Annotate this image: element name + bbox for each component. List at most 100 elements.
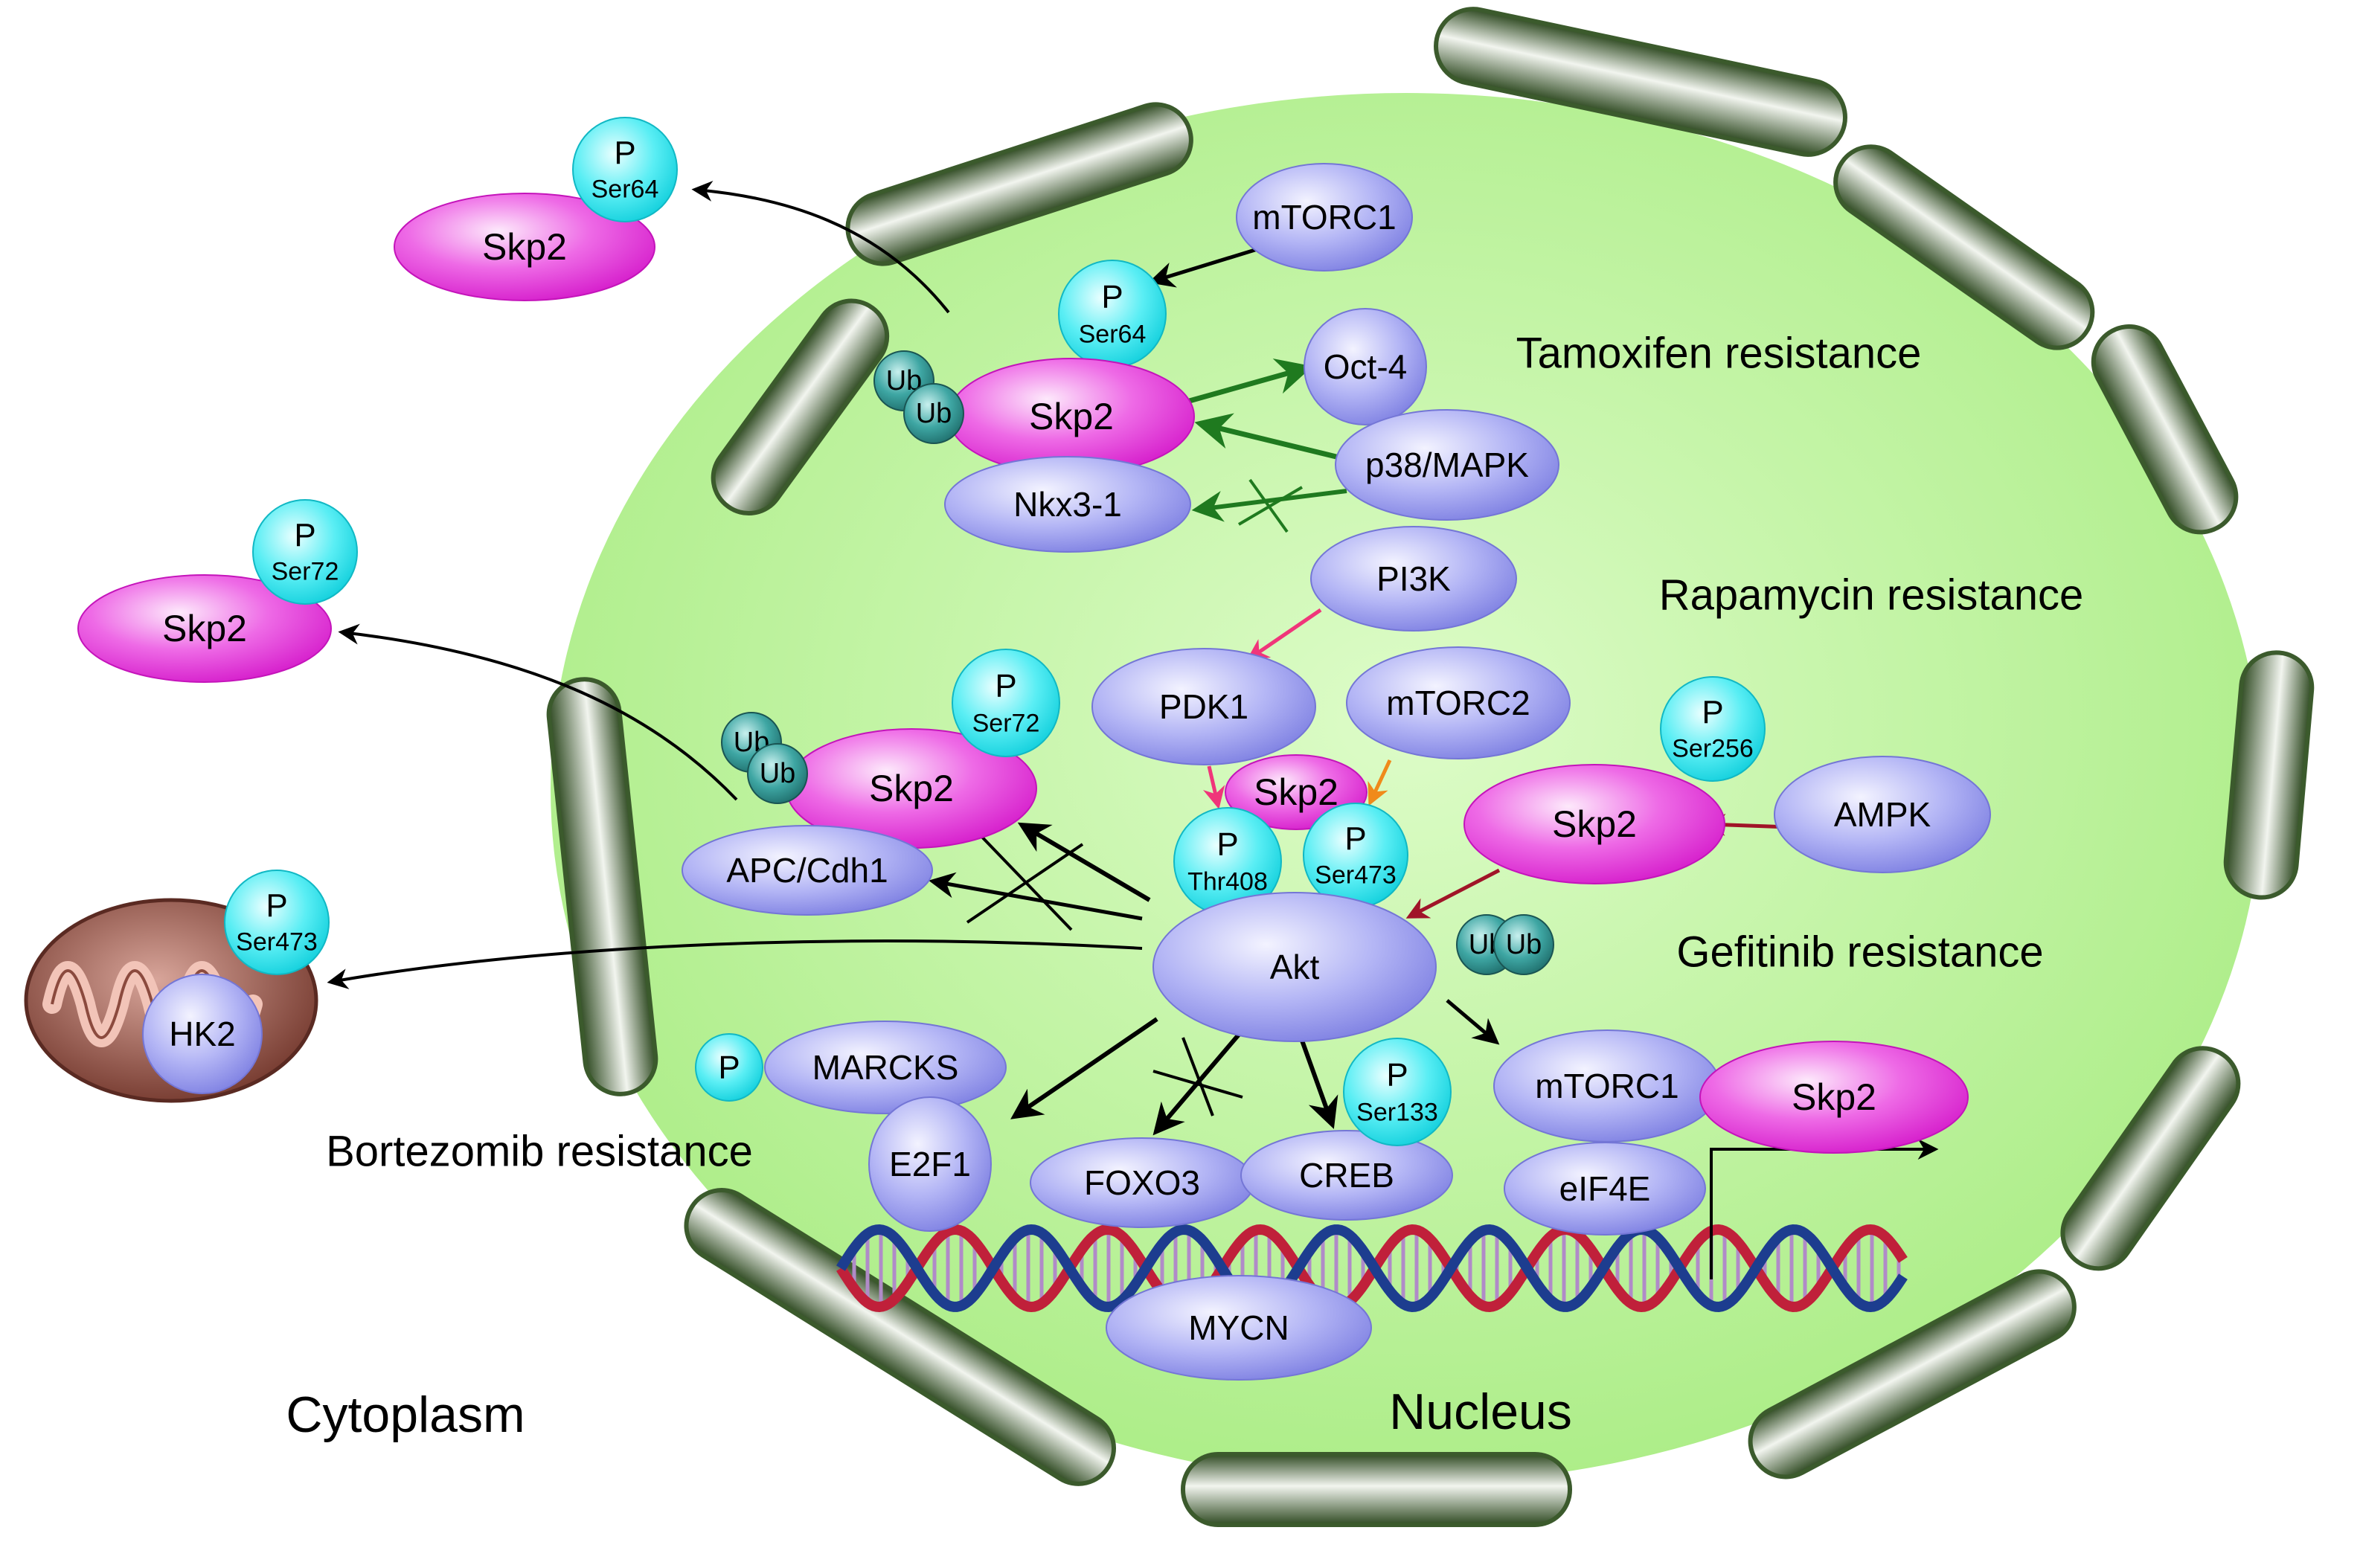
skp2-cytoplasm-ser64-label: Skp2 [482,226,567,268]
ampk-label: AMPK [1834,795,1931,834]
mtorc1-bottom-label: mTORC1 [1535,1067,1679,1105]
p38-mapk-label: p38/MAPK [1365,446,1529,484]
phospho-ser473-akt-p: P [1344,820,1366,857]
phospho-ser133-site: Ser133 [1356,1098,1438,1126]
ubiquitin-2-label: Ub [916,398,952,429]
ampk: AMPK [1774,756,1991,873]
akt-label: Akt [1270,948,1320,986]
phospho-ser473-hk2: P Ser473 [224,870,330,975]
phospho-thr408-site: Thr408 [1187,867,1268,896]
ubiquitin-6: Ub [1493,914,1554,975]
phospho-ser72-nucleus-site: Ser72 [972,709,1040,737]
e2f1: E2F1 [868,1096,992,1232]
mtorc1-top-label: mTORC1 [1252,198,1396,237]
creb-label: CREB [1299,1156,1394,1195]
skp2-center-label: Skp2 [1254,771,1338,813]
skp2-tamoxifen-label: Skp2 [1029,396,1114,437]
mtorc2: mTORC2 [1346,646,1571,759]
arrow-akt-to-mtorc1 [1446,999,1500,1045]
skp2-transcribed-label: Skp2 [1792,1076,1876,1118]
envelope-segment [711,298,890,516]
skp2-rapamycin: Skp2 [786,728,1037,849]
phospho-ser64-cytoplasm-site: Ser64 [591,176,659,204]
arrow-akt-to-apc-cdh1 [929,872,1143,921]
p38-mapk: p38/MAPK [1335,409,1559,521]
label-cytoplasm: Cytoplasm [286,1387,525,1443]
ubiquitin-2: Ub [903,383,964,444]
nkx3-1-label: Nkx3-1 [1013,485,1122,524]
pi3k: PI3K [1310,526,1517,632]
envelope-segment [1748,1269,2077,1479]
phospho-ser473-akt: P Ser473 [1303,803,1408,908]
phospho-ser473-hk2-site: Ser473 [236,928,318,957]
inhibition-cross-apc [966,828,1084,931]
envelope-segment [546,677,658,1096]
hk2: HK2 [142,974,263,1094]
arrow-akt-to-skp2 [1017,822,1151,902]
mtorc1-bottom: mTORC1 [1493,1029,1721,1143]
arrow-skp2-to-oct4 [1186,359,1313,405]
pdk1: PDK1 [1091,648,1316,765]
creb: CREB [1240,1130,1453,1221]
phospho-ser256-site: Ser256 [1672,735,1754,763]
skp2-cytoplasm-ser64: Skp2 [394,193,655,301]
inhibition-cross-foxo3 [1152,1037,1243,1116]
apc-cdh1: APC/Cdh1 [682,825,933,916]
eif4e-label: eIF4E [1559,1169,1651,1208]
label-gefitinib-resistance: Gefitinib resistance [1676,928,2043,977]
skp2-rapamycin-label: Skp2 [869,768,954,809]
phospho-ser64-cytoplasm-p: P [614,135,635,171]
arrow-skp2-export-ser72 [338,623,738,801]
mtorc1-top: mTORC1 [1236,163,1413,271]
phospho-marcks-p: P [718,1050,740,1086]
arrow-akt-to-creb [1296,1029,1338,1129]
hk2-label: HK2 [169,1015,235,1053]
phospho-ser64-nucleus-site: Ser64 [1079,320,1147,348]
arrow-pdk1-to-thr408 [1202,765,1225,809]
mycn-label: MYCN [1188,1308,1289,1347]
arrow-mtorc1-to-skp2 [1148,247,1258,288]
phospho-ser133-p: P [1386,1056,1408,1093]
envelope-segment [2060,1046,2241,1271]
phospho-ser133: P Ser133 [1343,1038,1452,1146]
mtorc2-label: mTORC2 [1386,684,1530,722]
envelope-segment [2091,324,2239,535]
skp2-cytoplasm-ser72-label: Skp2 [162,608,247,649]
skp2-gefitinib: Skp2 [1463,764,1725,884]
arrow-mtorc2-to-ser473 [1368,759,1392,806]
phospho-marcks: P [695,1033,763,1102]
phospho-ser72-cytoplasm: P Ser72 [252,499,358,605]
envelope-segment [684,1188,1116,1486]
envelope-segment [1181,1452,1572,1527]
skp2-gefitinib-label: Skp2 [1552,803,1637,845]
foxo3-label: FOXO3 [1084,1163,1200,1202]
phospho-ser64-cytoplasm: P Ser64 [572,117,678,222]
envelope-segment [845,102,1193,266]
apc-cdh1-label: APC/Cdh1 [726,851,888,890]
arrow-skp2-export-ser64 [691,180,950,314]
phospho-ser473-hk2-p: P [266,887,287,924]
oct4-label: Oct-4 [1324,347,1407,386]
dna-helix [836,1224,1908,1313]
phospho-thr408-p: P [1216,826,1238,862]
label-bortezomib-resistance: Bortezomib resistance [326,1128,753,1176]
ubiquitin-6-label: Ub [1506,929,1542,960]
label-nucleus: Nucleus [1389,1384,1572,1440]
envelope-segment [1434,7,1847,157]
eif4e: eIF4E [1504,1142,1706,1236]
ubiquitin-4: Ub [747,743,808,804]
phospho-ser473-akt-site: Ser473 [1315,861,1397,890]
skp2-tamoxifen: Skp2 [948,358,1195,475]
inhibition-cross-nkx31 [1237,478,1304,533]
phospho-ser256-p: P [1702,694,1723,730]
label-rapamycin-resistance: Rapamycin resistance [1659,571,2084,620]
arrow-p38-to-nkx31 [1191,489,1347,522]
envelope-segment [1833,144,2095,350]
nuclear-envelope [546,7,2315,1527]
phospho-ser72-cytoplasm-site: Ser72 [272,558,339,586]
phospho-ser72-cytoplasm-p: P [294,517,315,553]
skp2-transcribed: Skp2 [1699,1041,1969,1154]
